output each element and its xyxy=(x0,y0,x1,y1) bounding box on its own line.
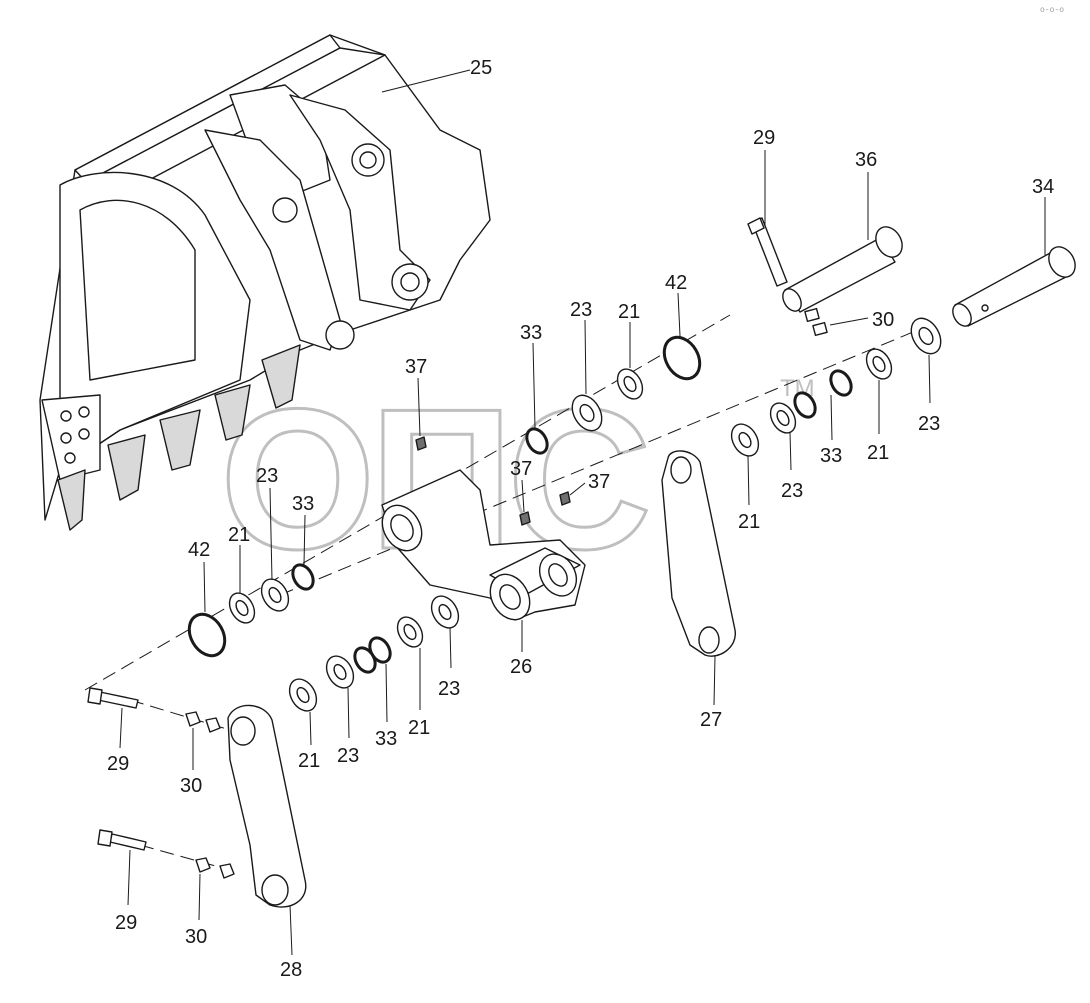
bolt-part-29-top xyxy=(747,150,788,287)
callout-33-top: 33 xyxy=(520,322,542,344)
callout-37-a: 37 xyxy=(405,356,427,378)
callout-33-mid: 33 xyxy=(375,728,397,750)
callout-33-right: 33 xyxy=(820,445,842,467)
callout-29-top: 29 xyxy=(753,127,775,149)
callout-21-mid: 21 xyxy=(408,717,430,739)
callout-23-mid: 23 xyxy=(438,678,460,700)
callout-33-left: 33 xyxy=(292,493,314,515)
link-part-28 xyxy=(227,704,307,956)
callout-26: 26 xyxy=(510,656,532,678)
nipple-part-37-b xyxy=(519,479,531,526)
oring-part-42-top xyxy=(662,292,702,381)
callout-30-bottom: 30 xyxy=(185,926,207,948)
callout-23-bottom-mid: 23 xyxy=(337,745,359,767)
pin-axis-middle xyxy=(279,324,931,596)
washer-part-23-top xyxy=(571,319,603,432)
callout-23-right-mid: 23 xyxy=(781,480,803,502)
washer-part-21-right xyxy=(865,348,893,434)
washer-part-23-left xyxy=(260,487,290,612)
link-part-26 xyxy=(381,469,586,652)
nut-part-30-left xyxy=(185,711,221,770)
nut-part-30-top xyxy=(804,307,869,337)
washer-part-21-right-mid xyxy=(730,423,760,506)
callout-34: 34 xyxy=(1032,176,1054,198)
washer-part-21-bottom-mid xyxy=(288,678,318,746)
callout-21-right-mid: 21 xyxy=(738,511,760,533)
bolt-part-29-bottom xyxy=(97,829,147,906)
seal-part-33-left xyxy=(291,514,315,591)
callout-30-top: 30 xyxy=(872,309,894,331)
bolt-part-29-left xyxy=(87,687,139,749)
seal-part-33-mid xyxy=(353,636,392,723)
washer-part-21-top xyxy=(616,322,644,400)
washer-part-23-right xyxy=(910,317,942,404)
bolt-axis-bottom xyxy=(139,844,231,871)
bucket-part-25 xyxy=(39,34,491,531)
washer-part-23-right-mid xyxy=(769,402,797,471)
callout-29-bottom: 29 xyxy=(115,912,137,934)
callout-21-right: 21 xyxy=(867,442,889,464)
washer-part-21-left xyxy=(228,545,256,624)
pin-part-34 xyxy=(952,197,1076,327)
callout-23-right: 23 xyxy=(918,413,940,435)
seal-part-33-right xyxy=(793,369,853,441)
callout-30-left: 30 xyxy=(180,775,202,797)
callout-21-left: 21 xyxy=(228,524,250,546)
callout-21-top: 21 xyxy=(618,301,640,323)
corner-mark: o-o-o xyxy=(1040,6,1064,15)
callout-36: 36 xyxy=(855,149,877,171)
callout-28: 28 xyxy=(280,959,302,981)
nut-part-30-bottom xyxy=(195,857,235,921)
nipple-part-37-c xyxy=(559,482,586,506)
callout-37-b: 37 xyxy=(510,458,532,480)
callout-27: 27 xyxy=(700,709,722,731)
seal-part-33-top xyxy=(525,342,549,455)
washer-part-21-mid xyxy=(396,616,424,710)
callout-23-left: 23 xyxy=(256,465,278,487)
callout-23-top: 23 xyxy=(570,299,592,321)
washer-part-23-mid xyxy=(430,595,460,669)
callout-25: 25 xyxy=(470,57,492,79)
link-part-27 xyxy=(661,450,736,706)
callout-21-bottom-mid: 21 xyxy=(298,750,320,772)
oring-part-42-left xyxy=(187,561,227,658)
callout-42-left: 42 xyxy=(188,539,210,561)
callout-42-top: 42 xyxy=(665,272,687,294)
pin-part-36 xyxy=(782,172,903,313)
washer-part-23-bottom-mid xyxy=(325,655,355,739)
callout-29-left: 29 xyxy=(107,753,129,775)
callout-37-c: 37 xyxy=(588,471,610,493)
